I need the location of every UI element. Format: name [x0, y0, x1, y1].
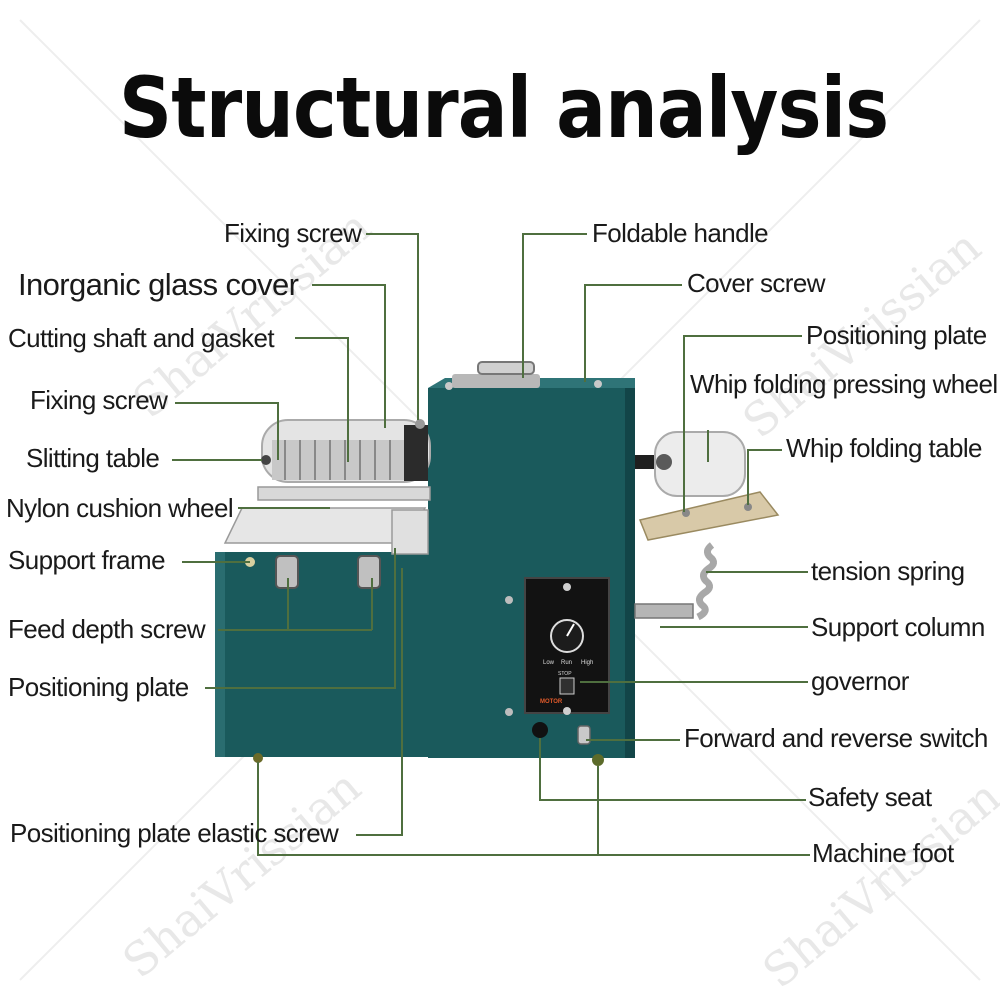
label-fixing-screw-top: Fixing screw — [224, 218, 362, 248]
cutting-shaft — [272, 440, 407, 480]
label-support-frame: Support frame — [8, 545, 165, 575]
panel-brand: MOTOR — [540, 699, 563, 705]
label-cutting-shaft-and-gasket: Cutting shaft and gasket — [8, 323, 275, 353]
machine-foot-icon — [592, 754, 604, 766]
label-inorganic-glass-cover: Inorganic glass cover — [18, 267, 299, 302]
label-fixing-screw-left: Fixing screw — [30, 385, 168, 415]
label-nylon-cushion-wheel: Nylon cushion wheel — [6, 493, 233, 523]
label-slitting-table: Slitting table — [26, 443, 159, 473]
panel-stop-label: STOP — [558, 671, 572, 677]
body-screw-icon — [505, 708, 513, 716]
machine-foot-icon — [253, 753, 263, 763]
leader-positioning-plate-right — [683, 335, 802, 512]
label-forward-and-reverse-switch: Forward and reverse switch — [684, 723, 988, 753]
page-title: Structural analysis — [118, 59, 889, 157]
label-governor: governor — [811, 666, 910, 696]
panel-low-label: Low — [543, 660, 555, 666]
slitting-table — [257, 486, 431, 501]
label-positioning-plate-right: Positioning plate — [806, 320, 987, 350]
drive-shaft — [635, 455, 655, 469]
fixing-screw-icon — [415, 419, 425, 429]
whip-folding-table — [638, 491, 780, 541]
leader-lines — [172, 233, 810, 856]
label-whip-folding-table: Whip folding table — [786, 433, 982, 463]
watermark-text: ShaiVrissian — [112, 759, 371, 988]
label-foldable-handle: Foldable handle — [592, 218, 768, 248]
leader-machine-foot — [257, 762, 810, 856]
cover-screw-icon — [594, 380, 602, 388]
leader-glass-cover — [312, 284, 386, 428]
tension-spring-coil — [695, 542, 717, 621]
label-safety-seat: Safety seat — [808, 782, 933, 812]
label-tension-spring: tension spring — [811, 556, 964, 586]
labels-left: Fixing screw Inorganic glass cover Cutti… — [6, 218, 363, 848]
leader-whip-table — [747, 449, 782, 505]
panel-screw-icon — [563, 707, 571, 715]
leader-cover-screw — [584, 284, 682, 382]
panel-screw-icon — [563, 583, 571, 591]
support-frame-plate — [223, 507, 427, 544]
forward-reverse-switch-icon[interactable] — [577, 725, 591, 745]
handle-base — [452, 374, 540, 388]
leader-fixing-screw-top — [366, 233, 419, 420]
panel-run-label: Run — [561, 660, 572, 666]
shaft-gasket — [404, 425, 428, 481]
body-screw-icon — [505, 596, 513, 604]
cover-screw-icon — [445, 382, 453, 390]
feed-depth-screws — [275, 555, 381, 589]
shaft-body — [272, 440, 407, 480]
safety-seat-icon — [532, 722, 548, 738]
leader-fixing-screw-left — [175, 402, 279, 460]
panel-high-label: High — [581, 660, 593, 666]
label-cover-screw: Cover screw — [687, 268, 826, 298]
tower-side-shade — [625, 388, 635, 758]
leader-cutting-shaft — [295, 337, 349, 462]
leader-elastic-screw — [356, 568, 403, 836]
leader-foldable-handle — [522, 233, 587, 378]
positioning-plate-left — [391, 509, 429, 555]
wheel-hub — [656, 454, 672, 470]
labels-right: Foldable handle Cover screw Positioning … — [592, 218, 998, 868]
label-positioning-plate-left: Positioning plate — [8, 672, 189, 702]
label-machine-foot: Machine foot — [812, 838, 955, 868]
leader-positioning-plate-left — [205, 548, 396, 689]
leader-safety-seat — [539, 738, 806, 801]
label-feed-depth-screw: Feed depth screw — [8, 614, 206, 644]
label-positioning-plate-elastic-screw: Positioning plate elastic screw — [10, 818, 339, 848]
label-whip-folding-pressing-wheel: Whip folding pressing wheel — [690, 369, 998, 399]
label-support-column: Support column — [811, 612, 985, 642]
support-column — [634, 603, 694, 619]
fixing-screw-icon — [261, 455, 271, 465]
foldable-handle-bar — [477, 361, 535, 375]
dial-pointer — [566, 623, 575, 637]
machine-illustration: Low Run High STOP MOTOR — [215, 361, 780, 766]
whip-table-screw — [744, 503, 752, 511]
body-highlight — [215, 552, 225, 757]
pressing-wheel — [654, 431, 746, 497]
power-switch-icon[interactable] — [559, 677, 575, 695]
